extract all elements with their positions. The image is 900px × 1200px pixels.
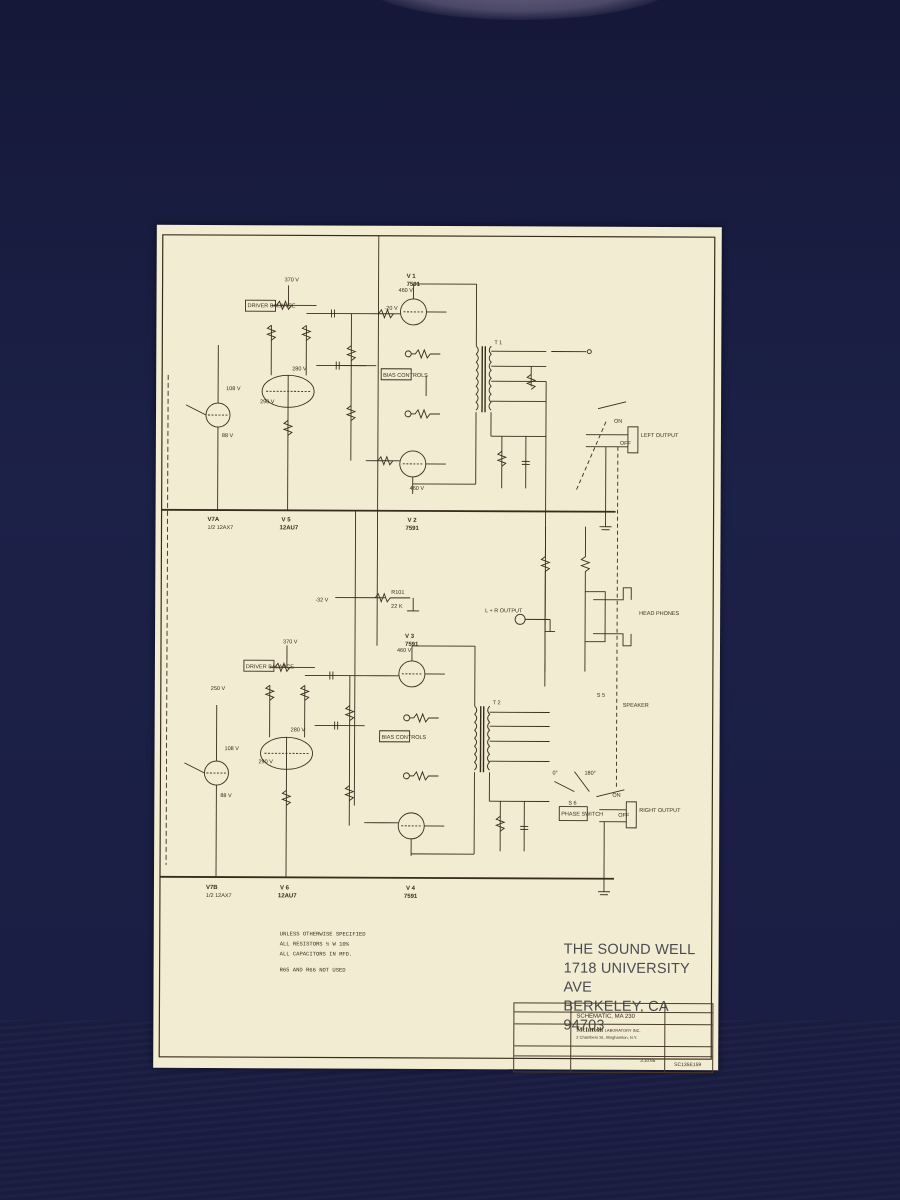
schematic-drawing <box>158 234 716 1060</box>
drawing-number: SC135E159 <box>674 1062 702 1069</box>
note-line-3: ALL CAPACITORS IN MFD. <box>279 950 353 958</box>
title-block-divider <box>664 1003 666 1072</box>
transformer-t2 <box>473 705 478 771</box>
transformer-t1 <box>475 345 479 411</box>
lamp-shade <box>360 0 680 20</box>
stamp-line-1: THE SOUND WELL <box>563 941 696 959</box>
title-block-divider <box>514 1055 713 1058</box>
drawing-title: SCHEMATIC, MA 230 <box>576 1013 635 1020</box>
schematic-sheet: V 1 7591 DRIVER BALANCE BIAS CONTROLS T … <box>153 224 722 1074</box>
title-block-divider <box>570 1003 572 1072</box>
title-block-divider <box>514 1023 713 1026</box>
general-notes: UNLESS OTHERWISE SPECIFIED ALL RESISTORS… <box>280 929 480 976</box>
company-logo: McIntosh LABORATORY INC. <box>576 1027 640 1034</box>
note-line-4: R65 AND R66 NOT USED <box>279 966 346 974</box>
company-suffix: LABORATORY INC. <box>604 1027 641 1033</box>
title-block: SCHEMATIC, MA 230 McIntosh LABORATORY IN… <box>513 1002 714 1074</box>
stamp-line-2: 1718 UNIVERSITY AVE <box>563 960 690 996</box>
ground-rail-lower <box>159 875 614 880</box>
title-block-divider <box>514 1045 713 1048</box>
drawing-date: 3.10.65 <box>640 1057 656 1063</box>
company-address: 2 Chambers St., Binghamton, N.Y. <box>576 1034 638 1040</box>
ground-rail-upper <box>161 508 616 513</box>
sheet-border <box>158 234 716 1060</box>
company-name: McIntosh <box>576 1026 604 1034</box>
